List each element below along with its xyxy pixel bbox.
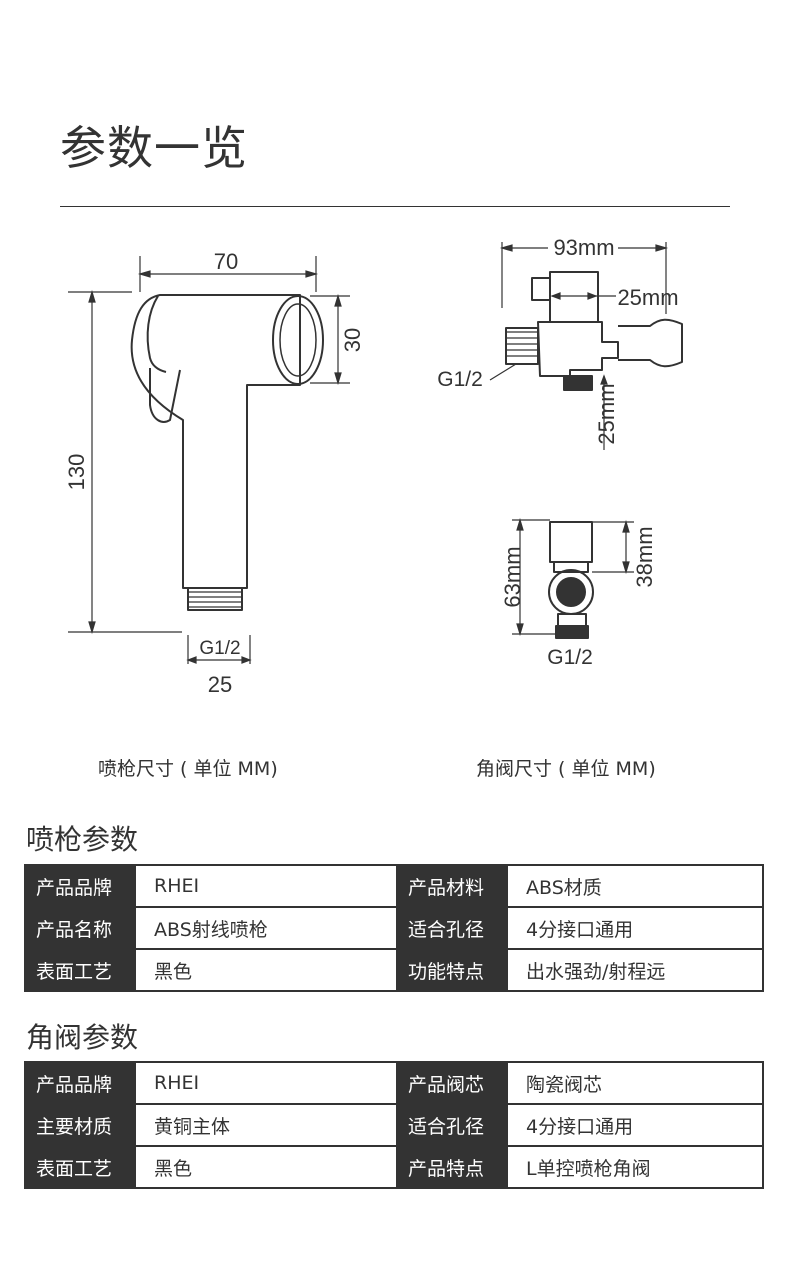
param-key: 产品品牌 — [24, 864, 136, 908]
valve-side-thread-label: G1/2 — [437, 368, 483, 391]
sprayer-thread-label: G1/2 — [199, 638, 240, 659]
sprayer-params-table: 产品品牌 RHEI 产品材料 ABS材质 产品名称 ABS射线喷枪 适合孔径 4… — [24, 864, 764, 992]
valve-down-label: 25mm — [594, 383, 619, 444]
sprayer-caption: 喷枪尺寸 ( 单位 MM) — [98, 758, 278, 780]
valve-side-neck — [553, 561, 589, 573]
valve-width-label: 93mm — [553, 235, 614, 260]
valve-dimension-drawing: 93mm 25mm G1/2 25mm 63mm 38mm G1/2 — [437, 235, 683, 669]
param-key: 产品名称 — [24, 906, 136, 950]
valve-body-label: 38mm — [632, 526, 657, 587]
param-value: 4分接口通用 — [506, 1103, 764, 1147]
table-row: 表面工艺 黑色 功能特点 出水强劲/射程远 — [24, 948, 764, 992]
valve-side-core — [556, 577, 586, 607]
table-row: 表面工艺 黑色 产品特点 L单控喷枪角阀 — [24, 1145, 764, 1189]
sprayer-body-outline — [130, 294, 301, 589]
sprayer-base-label: 25 — [208, 672, 232, 697]
param-key: 产品阀芯 — [396, 1061, 508, 1105]
param-value: RHEI — [134, 864, 398, 908]
valve-side-thread-cap — [555, 625, 589, 639]
title-divider — [60, 206, 730, 207]
valve-body — [537, 321, 619, 377]
sprayer-head-label: 30 — [340, 328, 365, 352]
sprayer-dimension-drawing: 70 130 30 G1/2 25 — [64, 249, 365, 697]
param-key: 产品品牌 — [24, 1061, 136, 1105]
param-key: 主要材质 — [24, 1103, 136, 1147]
sprayer-trigger — [149, 368, 181, 423]
param-key: 产品特点 — [396, 1145, 508, 1189]
sprayer-height-label: 130 — [64, 454, 89, 491]
table-row: 产品品牌 RHEI 产品材料 ABS材质 — [24, 864, 764, 908]
sprayer-head-ring-inner — [279, 303, 317, 377]
param-key: 适合孔径 — [396, 906, 508, 950]
sprayer-width-label: 70 — [214, 249, 238, 274]
valve-side-thread — [505, 327, 539, 365]
param-value: RHEI — [134, 1061, 398, 1105]
valve-side-top-block — [549, 521, 593, 563]
param-value: 陶瓷阀芯 — [506, 1061, 764, 1105]
valve-params-title: 角阀参数 — [26, 1021, 139, 1054]
page-title: 参数一览 — [60, 121, 248, 175]
param-key: 表面工艺 — [24, 948, 136, 992]
param-key: 适合孔径 — [396, 1103, 508, 1147]
param-key: 产品材料 — [396, 864, 508, 908]
valve-outlet-arm — [618, 318, 683, 368]
valve-caption: 角阀尺寸 ( 单位 MM) — [476, 758, 656, 780]
table-row: 产品名称 ABS射线喷枪 适合孔径 4分接口通用 — [24, 906, 764, 950]
sprayer-inner-curve — [146, 295, 167, 373]
param-value: 黄铜主体 — [134, 1103, 398, 1147]
valve-bottom-thread-label: G1/2 — [547, 646, 593, 669]
valve-handle-stem — [531, 277, 551, 301]
sprayer-params-title: 喷枪参数 — [26, 823, 139, 856]
param-value: 黑色 — [134, 948, 398, 992]
param-value: 4分接口通用 — [506, 906, 764, 950]
valve-params-table: 产品品牌 RHEI 产品阀芯 陶瓷阀芯 主要材质 黄铜主体 适合孔径 4分接口通… — [24, 1061, 764, 1189]
valve-bottom-thread — [563, 375, 593, 391]
table-row: 产品品牌 RHEI 产品阀芯 陶瓷阀芯 — [24, 1061, 764, 1105]
valve-top-label: 25mm — [617, 285, 678, 310]
param-key: 表面工艺 — [24, 1145, 136, 1189]
param-value: 黑色 — [134, 1145, 398, 1189]
valve-total-label: 63mm — [500, 546, 525, 607]
param-value: 出水强劲/射程远 — [506, 948, 764, 992]
sprayer-thread — [187, 587, 243, 611]
param-value: ABS材质 — [506, 864, 764, 908]
sprayer-head-ring-outer — [272, 295, 324, 385]
table-row: 主要材质 黄铜主体 适合孔径 4分接口通用 — [24, 1103, 764, 1147]
param-value: ABS射线喷枪 — [134, 906, 398, 950]
param-key: 功能特点 — [396, 948, 508, 992]
param-value: L单控喷枪角阀 — [506, 1145, 764, 1189]
